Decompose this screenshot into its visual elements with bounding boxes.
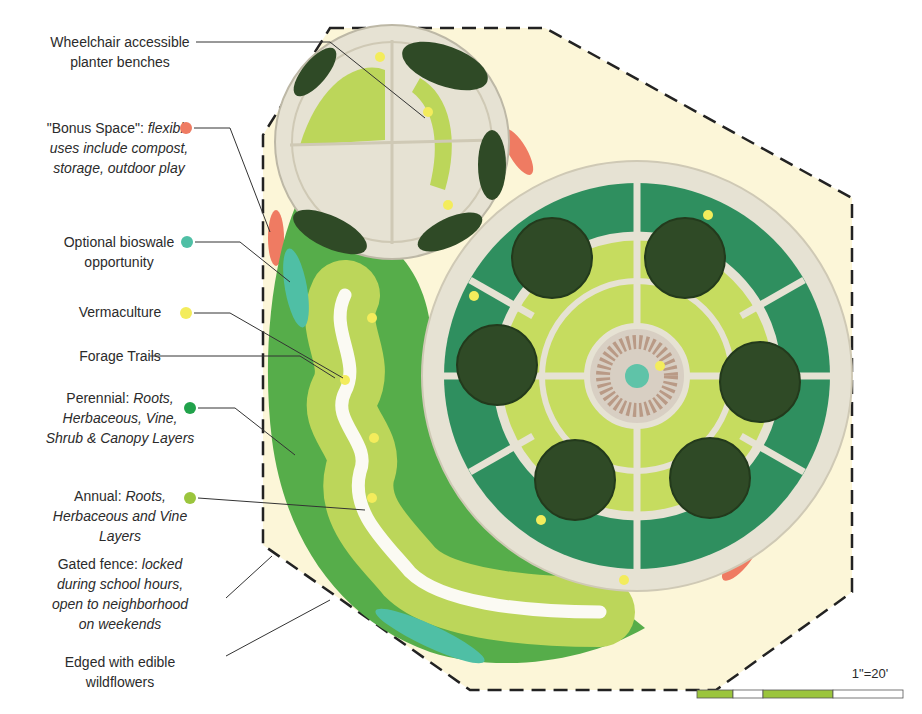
scale-bar [697, 690, 903, 698]
legend-label: "Bonus Space": flexible uses include com… [45, 118, 193, 178]
legend-swatch [180, 307, 192, 319]
callout-label: Gated fence: locked during school hours,… [45, 554, 195, 634]
callout-label: Wheelchair accessible planter benches [45, 32, 195, 72]
legend-label: Annual: Roots, Herbaceous and Vine Layer… [45, 486, 195, 546]
planter-circle [275, 25, 509, 263]
bioswale [371, 601, 489, 672]
vermaculture-dots [340, 52, 713, 585]
legend-swatch [180, 122, 192, 134]
legend-label: Perennial: Roots, Herbaceous, Vine, Shru… [45, 388, 195, 448]
legend-label: Optional bioswale opportunity [45, 232, 193, 272]
site-boundary [263, 28, 852, 690]
bioswale [278, 247, 314, 330]
legend-swatch [181, 236, 193, 248]
legend-label: Vermaculture [45, 302, 195, 322]
callout-label: 1"=20' [830, 664, 910, 684]
legend-swatch [184, 492, 196, 504]
callout-label: Edged with edible wildflowers [45, 652, 195, 692]
main-circle [422, 161, 852, 591]
legend-swatch [184, 402, 196, 414]
callout-label: Forage Trails [45, 346, 195, 366]
